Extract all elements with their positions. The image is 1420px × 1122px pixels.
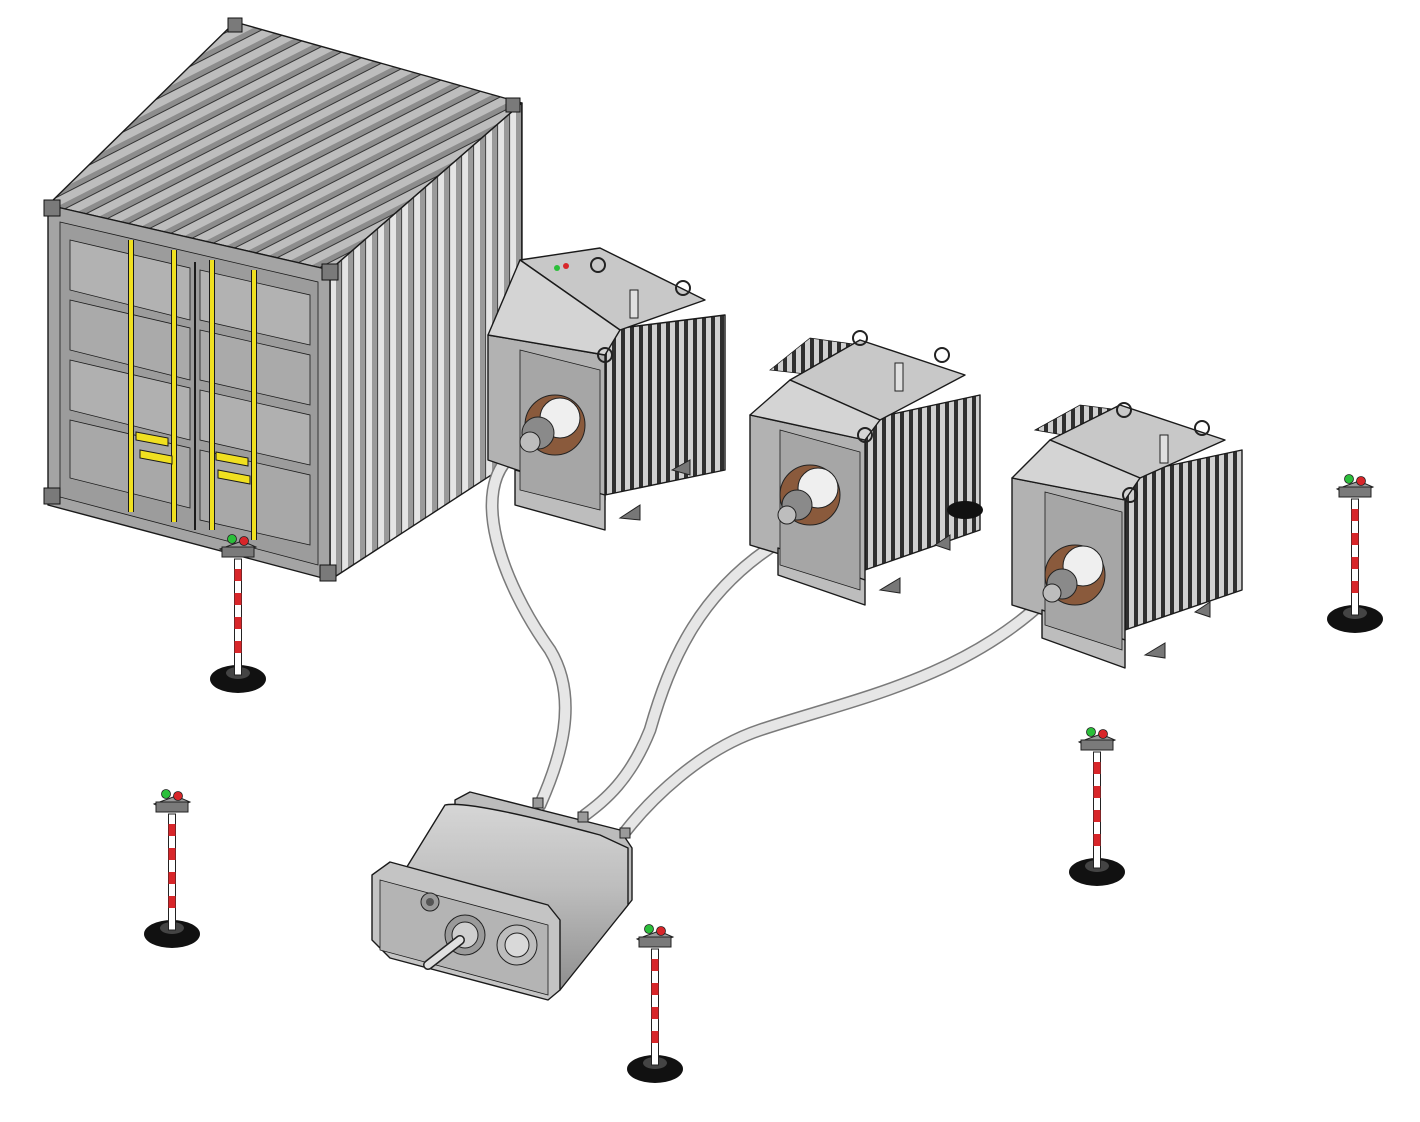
lifting-lug <box>852 330 868 346</box>
lifting-lug <box>597 347 613 363</box>
shipping-container <box>43 17 523 582</box>
warning-beacon-4 <box>1069 727 1125 886</box>
lifting-lug <box>857 427 873 443</box>
beacon-red-light <box>173 791 183 801</box>
corner-casting <box>321 263 339 281</box>
test-vessel <box>371 791 633 1001</box>
cable-gland <box>619 827 631 839</box>
cable-gland <box>577 811 589 823</box>
corner-casting <box>43 487 61 505</box>
hv-cables <box>485 448 1052 839</box>
indicator-red <box>563 263 569 269</box>
beacon-red-light <box>239 536 249 546</box>
warning-beacon-1 <box>210 534 266 693</box>
lifting-lug <box>1122 487 1138 503</box>
beacon-red-light <box>1356 476 1366 486</box>
transformer-2 <box>749 330 983 606</box>
transformer-3 <box>1011 402 1243 669</box>
lifting-lug <box>1194 420 1210 436</box>
warning-beacon-2 <box>144 789 200 948</box>
beacon-green-light <box>1086 727 1096 737</box>
lifting-lug <box>934 347 950 363</box>
corner-casting <box>43 199 61 217</box>
warning-beacons <box>144 474 1383 1083</box>
transformer-1 <box>487 247 726 531</box>
transformer-foot <box>947 501 983 519</box>
door-locking-bars <box>128 240 257 540</box>
beacon-green-light <box>1344 474 1354 484</box>
corner-casting <box>227 17 243 33</box>
beacon-green-light <box>161 789 171 799</box>
warning-beacon-5 <box>1327 474 1383 633</box>
radiator-fins <box>604 314 726 496</box>
lifting-lug <box>675 280 691 296</box>
cable-gland <box>532 797 544 809</box>
hv-bushing <box>519 394 586 456</box>
oil-pipe <box>1159 434 1169 464</box>
corner-casting <box>319 564 337 582</box>
corner-casting <box>505 97 521 113</box>
beacon-green-light <box>644 924 654 934</box>
lifting-lug <box>590 257 606 273</box>
oil-pipe <box>629 289 639 319</box>
beacon-green-light <box>227 534 237 544</box>
indicator-green <box>554 265 560 271</box>
oil-pipe <box>894 362 904 392</box>
beacon-red-light <box>656 926 666 936</box>
lifting-lug <box>1116 402 1132 418</box>
hv-bushing <box>777 464 841 526</box>
hv-bushing <box>1042 544 1106 606</box>
beacon-red-light <box>1098 729 1108 739</box>
radiator-fins <box>864 394 981 571</box>
warning-beacon-3 <box>627 924 683 1083</box>
